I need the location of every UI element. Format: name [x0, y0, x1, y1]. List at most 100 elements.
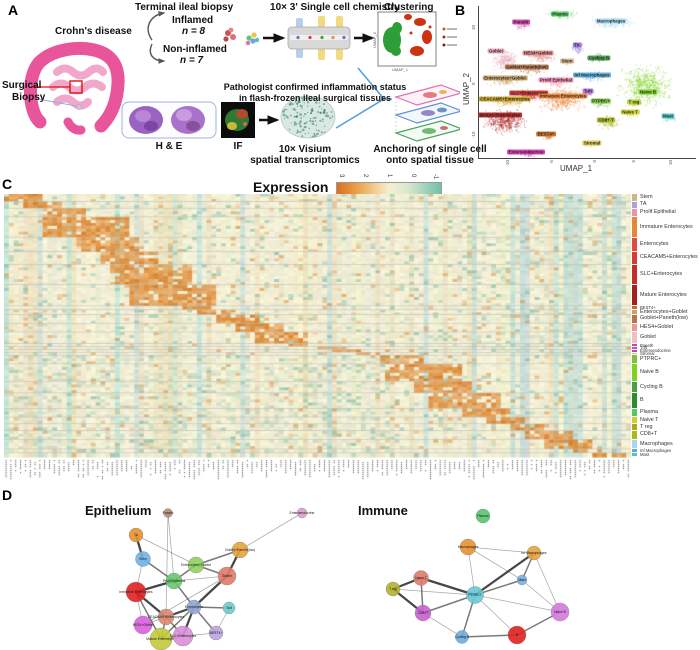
pathologist-line1: Pathologist confirmed inflammation statu…: [223, 82, 407, 92]
epithelium-node-hes4: [133, 615, 153, 635]
epithelium-node-label: Paneth: [163, 511, 174, 515]
immune-node-ptprc: [466, 586, 484, 604]
row-annotation-color: [632, 439, 637, 449]
epithelium-node-ent: [186, 599, 202, 615]
if-caption: IF: [233, 141, 243, 152]
umap-cluster-label: SLC+Enterocytes: [509, 90, 549, 96]
immune-node-label: Macrophages: [458, 545, 479, 549]
noninflamed-label: Non-inflamed: [163, 44, 227, 55]
umap-x-tick: 5: [631, 160, 636, 163]
umap-ylabel: UMAP_2: [462, 72, 471, 105]
mini-umap: [377, 11, 457, 67]
row-annotation-color: [632, 393, 637, 408]
heatmap-row-label: Naive T: [640, 416, 659, 423]
row-annotation-color: [632, 323, 637, 332]
heatmap-row-label: Tuft: [640, 345, 648, 351]
epithelium-node-ta: [128, 527, 144, 543]
anchoring-line1: Anchoring of single cell: [373, 144, 487, 155]
heatmap-row-label: Stromal: [640, 351, 655, 357]
umap-x-tick: -5: [549, 160, 554, 165]
row-annotation-color: [632, 364, 637, 381]
epithelium-node-label: Tuft: [226, 606, 232, 610]
heatmap-row-label: CEACAM5+Enterocytes: [640, 254, 698, 261]
umap-cluster-label: Cycling B: [587, 55, 611, 61]
he-caption: H & E: [155, 141, 183, 152]
row-annotation-color: [632, 453, 637, 456]
row-annotation-color: [632, 208, 637, 217]
epithelium-node-label: Prolif Epithelial: [163, 579, 186, 583]
umap-cluster-label: Prolif Epithelial: [538, 77, 574, 83]
inflamed-n: n = 8: [182, 26, 206, 37]
panel-c-letter: C: [2, 176, 13, 192]
immune-edge: [422, 594, 476, 614]
cell-suspension-icon: [223, 27, 260, 46]
chemistry-label: 10× 3' Single cell chemistry: [270, 2, 400, 13]
row-annotation-color: [632, 252, 637, 264]
anchoring-planes: [394, 84, 460, 142]
heatmap-row-label: Mast: [640, 452, 650, 458]
immune-edge: [467, 546, 523, 581]
panel-a-graphics: [24, 11, 460, 142]
panel-d-letter: D: [2, 487, 13, 503]
epithelium-node-prolif: [165, 572, 183, 590]
row-annotation-color: [632, 306, 637, 310]
biopsy-label: Biopsy: [12, 92, 46, 103]
umap-cluster-label: CEACAM5+Enterocytes: [478, 96, 532, 102]
immune-edge: [474, 594, 518, 636]
heatmap-row-label: HES4+Goblet: [640, 324, 674, 331]
umap-x-tick: 0: [592, 160, 597, 163]
row-annotation-color: [632, 352, 637, 355]
epithelium-edge: [239, 512, 303, 551]
epithelium-node-label: CEACAM5+Enterocytes: [148, 615, 185, 619]
epithelium-node-label: Stem: [139, 557, 147, 561]
anchoring-line2: onto spatial tissue: [386, 155, 474, 166]
epithelium-node-mature: [149, 627, 173, 650]
row-annotation-color: [632, 417, 637, 424]
row-annotation-color: [632, 343, 637, 346]
umap-cluster-label: Goblet+Paneth(low): [504, 64, 550, 70]
expression-tick: 1: [386, 174, 392, 178]
row-annotation-color: [632, 314, 637, 323]
umap-x-tick: 10: [668, 160, 673, 166]
immune-node-treg: [385, 581, 401, 597]
panel-b-letter: B: [455, 2, 466, 18]
epithelium-node-slc: [172, 625, 194, 647]
umap-cluster-label: Enteroendocrine: [507, 149, 545, 155]
row-annotation-color: [632, 430, 637, 439]
umap-cluster-label: Stromal: [582, 140, 602, 146]
epithelium-node-paneth: [163, 508, 173, 518]
row-annotation-color: [632, 310, 637, 314]
immune-node-naiveb: [550, 602, 570, 622]
immune-edge: [467, 546, 535, 554]
epithelium-node-label: BEST4+: [210, 631, 223, 635]
epithelium-node-stem: [135, 551, 151, 567]
row-annotation-color: [632, 264, 637, 284]
epithelium-node-best4: [208, 625, 224, 641]
epithelium-edge: [135, 534, 197, 566]
heatmap-row-label: Paneth: [640, 342, 654, 348]
epithelium-node-label: Enterocytes: [185, 605, 203, 609]
fork-arrow-inflamed: [147, 11, 166, 41]
expression-tick: -1: [432, 174, 438, 180]
row-annotation-color: [632, 284, 637, 306]
heatmap-row-label: Enterocytes: [640, 240, 669, 247]
umap-cluster-label: Goblet: [487, 48, 505, 54]
heatmap-row-label: BEST4+: [640, 305, 656, 311]
umap-cluster-label: TA: [572, 42, 582, 48]
immune-node-plasma: [475, 508, 491, 524]
immune-edge: [474, 552, 535, 596]
terminal-biopsy-label: Terminal ileal biopsy: [135, 2, 234, 13]
row-annotation-color: [632, 408, 637, 417]
heatmap-row-label: CD8+T: [640, 431, 658, 438]
row-annotation-color: [632, 449, 637, 453]
immune-edge: [474, 594, 561, 613]
epithelium-title: Epithelium: [85, 503, 152, 518]
umap-cluster-label: Immature Enterocytes: [538, 93, 588, 99]
expression-tick: 2: [362, 174, 368, 178]
immune-node-label: Naive B: [554, 610, 567, 614]
epithelium-edge: [165, 512, 169, 618]
row-annotation-color: [632, 346, 637, 349]
pathologist-line2: in flash-frozen ileal surgical tissues: [238, 93, 392, 103]
epithelium-node-label: Enterocytes+Goblet: [181, 563, 211, 567]
heatmap-row-label: Naive B: [640, 369, 659, 376]
